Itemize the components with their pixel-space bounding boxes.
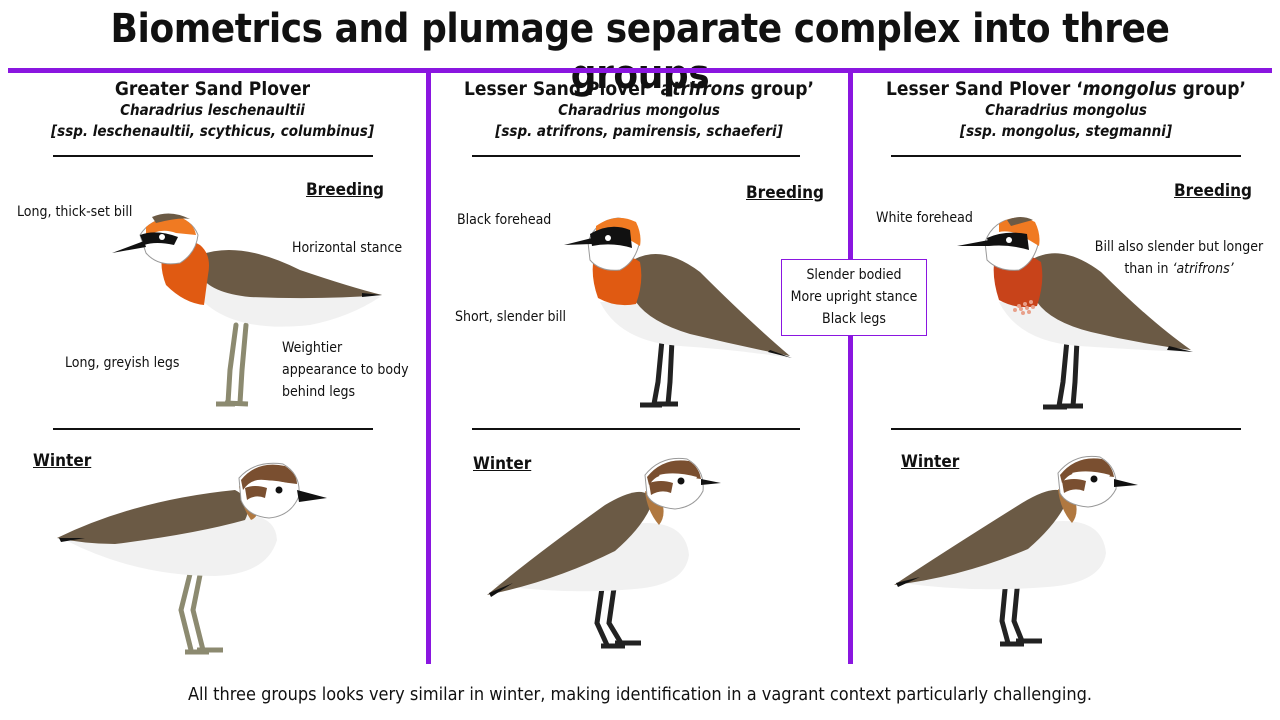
mongolus-header-rule [891,155,1241,157]
greater-scientific-name: Charadrius leschenaultii [120,101,305,119]
greater-heading: Greater Sand Plover [114,78,311,100]
greater-breeding-illustration [112,213,382,407]
greater-section-rule [53,428,373,430]
greater-winter-label: Winter [33,451,92,471]
mongolus-heading: Lesser Sand Plover ‘mongolus group’ [886,78,1246,100]
mongolus-breeding-label: Breeding [1174,181,1252,201]
atrifrons-bill-note: Short, slender bill [455,309,567,325]
page-title: Biometrics and plumage separate complex … [110,6,1170,98]
mongolus-breeding-illustration [957,217,1193,410]
mongolus-subspecies: [ssp. mongolus, stegmanni] [959,122,1173,140]
greater-bill-note: Long, thick-set bill [17,204,133,220]
mongolus-winter-illustration [894,455,1138,647]
mongolus-bill-note: Bill also slender but longer than in ‘at… [1094,239,1264,277]
greater-weight-note: Weightier appearance to body behind legs [282,340,409,400]
atrifrons-section-rule [472,428,800,430]
greater-subspecies: [ssp. leschenaultii, scythicus, columbin… [51,122,374,140]
column-divider-2 [848,72,853,664]
greater-winter-illustration [57,462,327,655]
lesser-comparison-box: Slender bodied More upright stance Black… [781,259,927,336]
atrifrons-heading: Lesser Sand Plover ‘atrifrons group’ [464,78,814,100]
greater-stance-note: Horizontal stance [292,240,403,256]
atrifrons-breeding-illustration [564,217,792,408]
atrifrons-forehead-note: Black forehead [457,212,552,228]
mongolus-header: Lesser Sand Plover ‘mongolus group’ Char… [854,79,1278,142]
mongolus-winter-label: Winter [901,452,960,472]
atrifrons-winter-illustration [487,457,721,649]
greater-legs-note: Long, greyish legs [65,355,180,371]
mongolus-forehead-note: White forehead [876,210,973,226]
atrifrons-header: Lesser Sand Plover ‘atrifrons group’ Cha… [432,79,846,142]
footer-note: All three groups looks very similar in w… [187,684,1093,705]
mongolus-section-rule [891,428,1241,430]
atrifrons-subspecies: [ssp. atrifrons, pamirensis, schaeferi] [495,122,783,140]
greater-header: Greater Sand Plover Charadrius leschenau… [10,79,415,142]
greater-header-rule [53,155,373,157]
atrifrons-header-rule [472,155,800,157]
column-divider-1 [426,72,431,664]
greater-breeding-label: Breeding [306,180,384,200]
header-divider [8,68,1272,73]
atrifrons-scientific-name: Charadrius mongolus [558,101,720,119]
mongolus-scientific-name: Charadrius mongolus [985,101,1147,119]
atrifrons-winter-label: Winter [473,454,532,474]
atrifrons-breeding-label: Breeding [746,183,824,203]
